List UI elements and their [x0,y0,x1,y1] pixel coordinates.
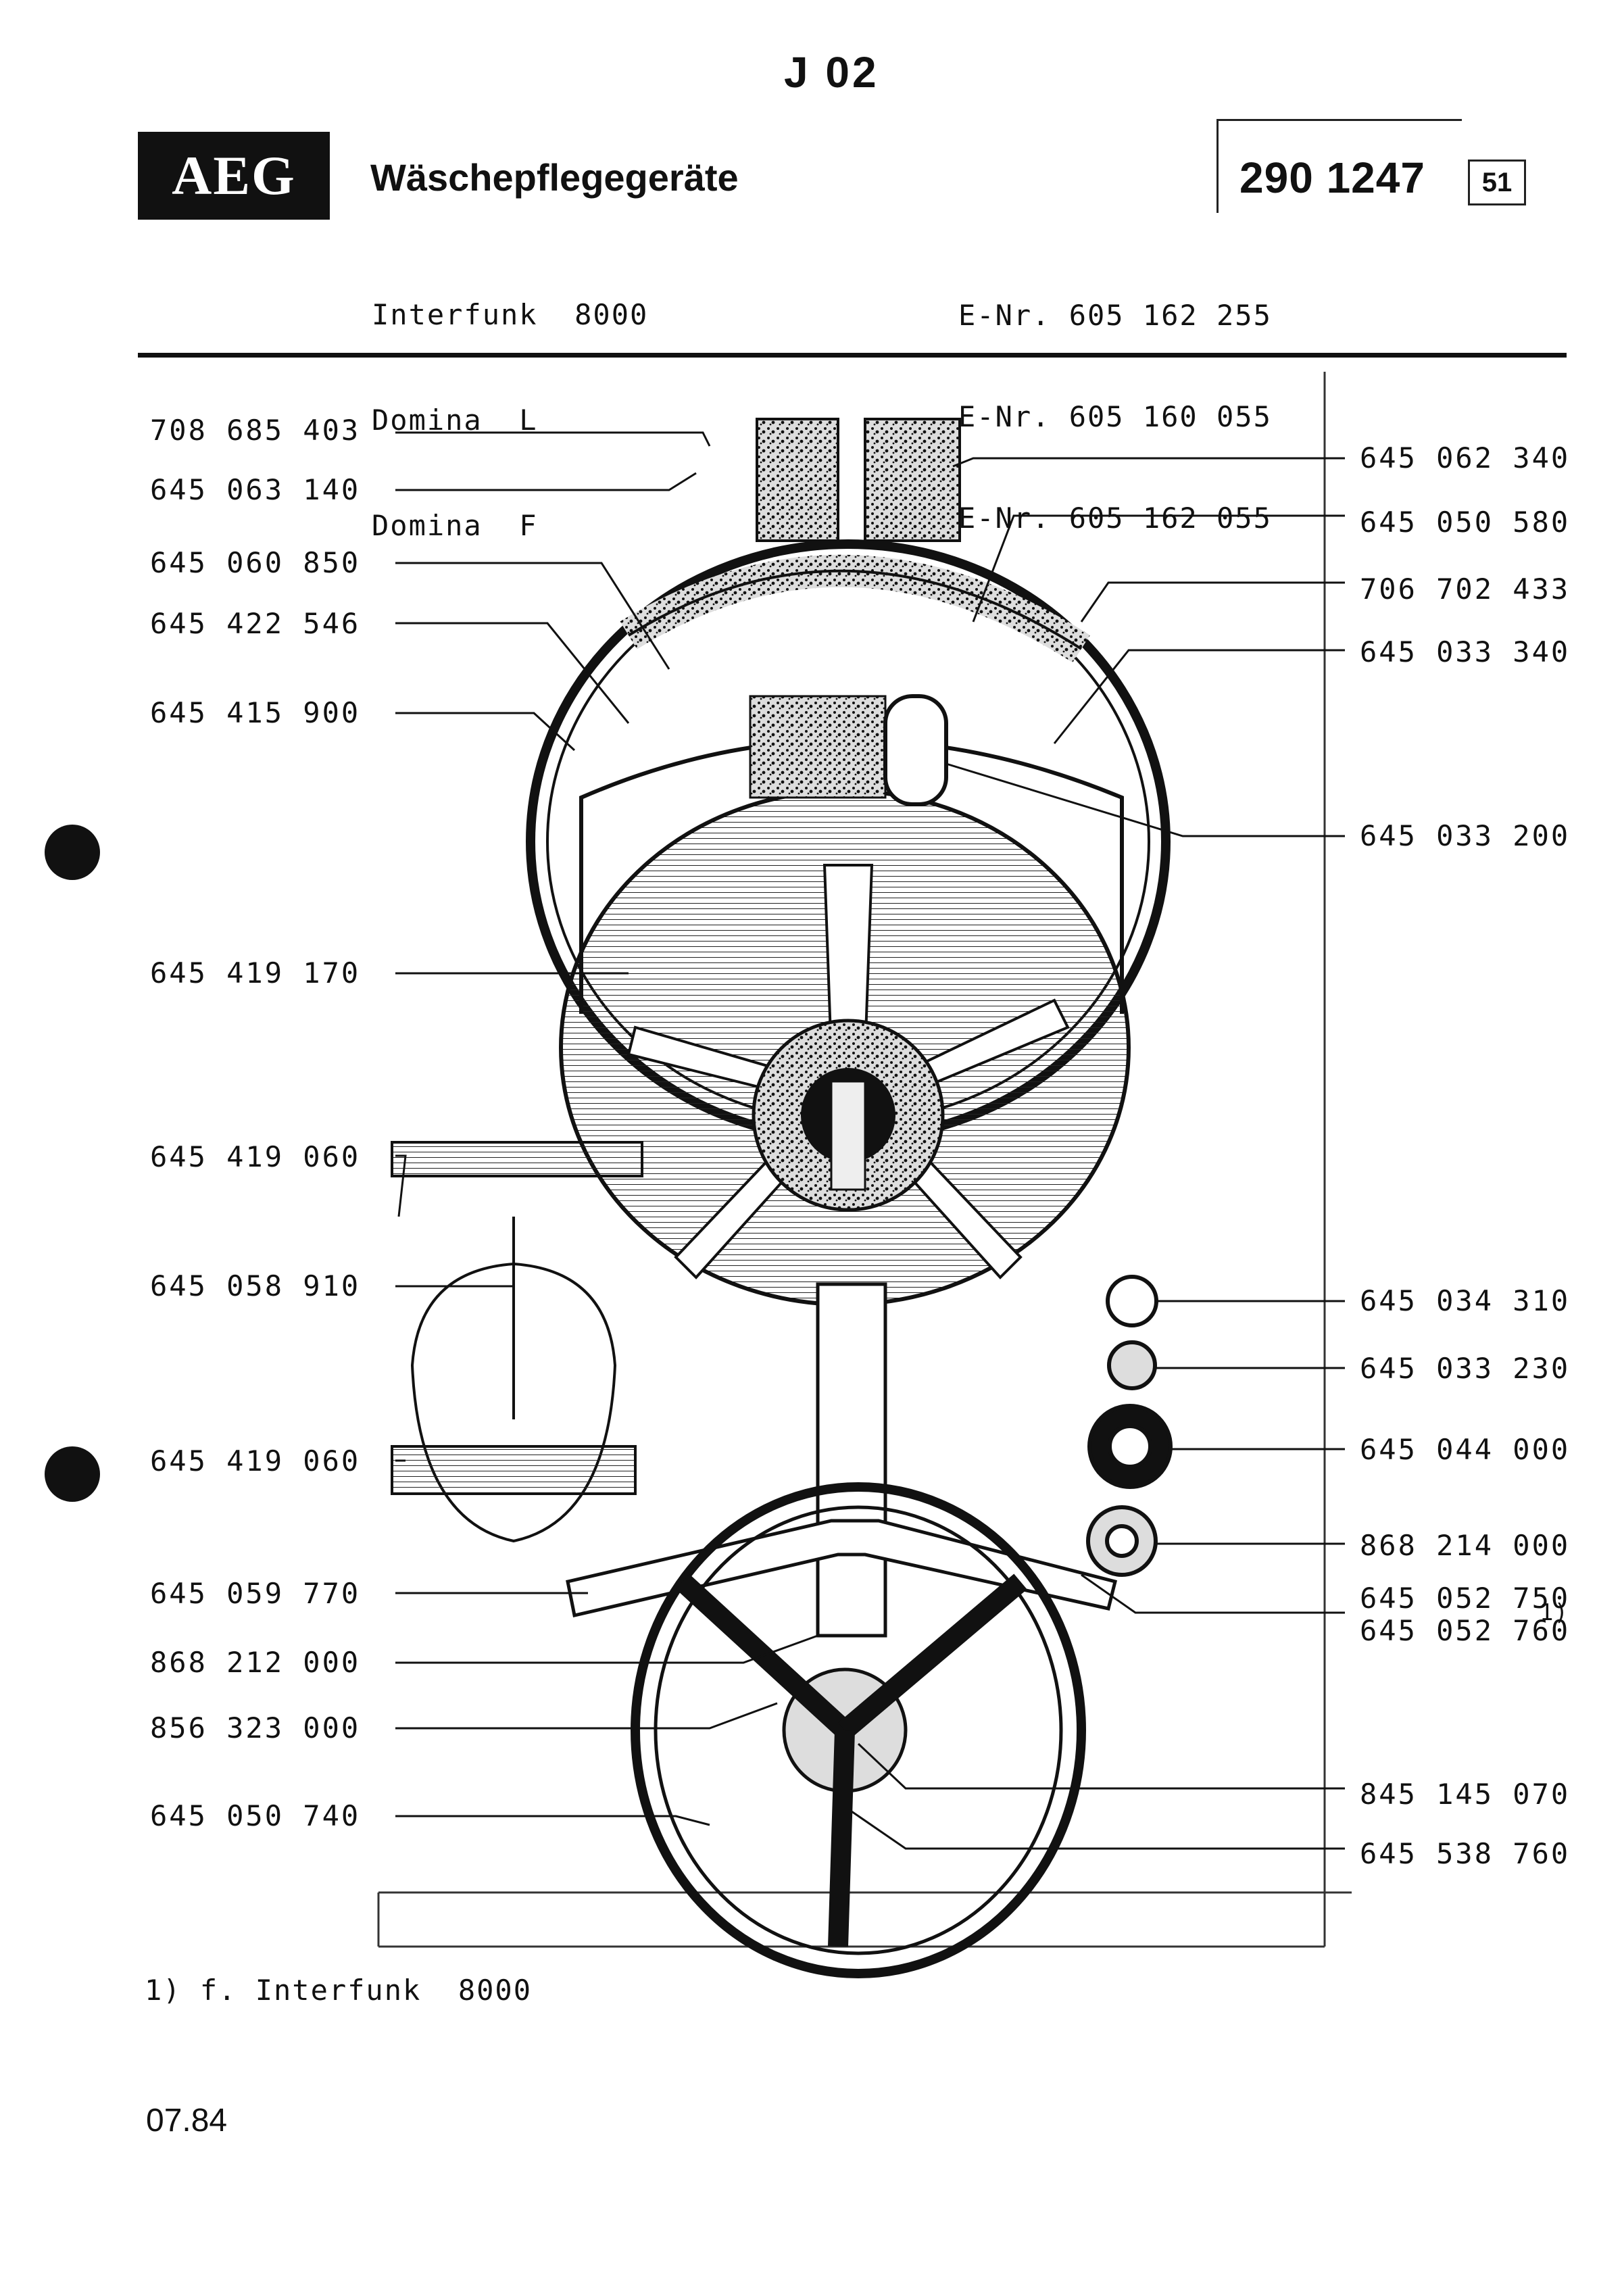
part-number-right: 645 050 580 [1360,506,1571,539]
issue-date: 07.84 [146,2103,228,2139]
punch-hole [45,1446,100,1502]
part-number-left: 645 419 060 [150,1140,361,1173]
page-code: J 02 [784,48,879,97]
doc-number-frame [1216,119,1462,213]
model-enr: E-Nr. 605 162 255 [958,299,1272,332]
part-number-right: 645 062 340 [1360,441,1571,474]
part-number-left: 645 058 910 [150,1269,361,1302]
bearing-parts [1086,1275,1173,1577]
part-number-left: 645 419 170 [150,956,361,990]
part-number-right: 645 044 000 [1360,1433,1571,1466]
header-divider [138,353,1567,358]
part-number-right: 706 702 433 [1360,572,1571,606]
part-number-right: 868 214 000 [1360,1529,1571,1562]
model-name: Domina F [372,509,538,542]
model-list: Interfunk 8000 Domina L Domina F [372,227,648,579]
footnote-marker: 1) [1540,1599,1569,1626]
drum-hub [752,1019,945,1212]
part-number-right: 645 034 310 [1360,1284,1571,1317]
enr-list: E-Nr. 605 162 255 E-Nr. 605 160 055 E-Nr… [958,231,1272,569]
part-number-left: 708 685 403 [150,414,361,447]
aeg-logo: AEG [138,132,330,220]
part-number-right: 645 033 200 [1360,819,1571,852]
part-number-left: 645 060 850 [150,546,361,579]
part-number-right: 845 145 070 [1360,1778,1571,1811]
part-number-right: 645 033 340 [1360,635,1571,668]
drawing-frame [377,372,1352,1948]
model-name: Domina L [372,404,538,437]
part-number-left: 645 422 546 [150,607,361,640]
model-enr: E-Nr. 605 162 055 [958,502,1272,535]
counterweight [756,418,961,542]
catalog-title: Wäschepflegegeräte [370,156,739,199]
document-suffix: 51 [1468,160,1526,205]
leader-lines [395,431,1345,1850]
footnote: 1) f. Interfunk 8000 [145,1974,533,2007]
part-number-left: 645 419 060 [150,1444,361,1477]
inset-detail [391,1141,643,1543]
part-number-left: 645 050 740 [150,1799,361,1832]
part-number-right: 645 538 760 [1360,1837,1571,1870]
punch-hole [45,825,100,880]
suspension-bracket [566,1282,1118,1638]
part-number-left: 868 212 000 [150,1646,361,1679]
part-number-left: 645 059 770 [150,1577,361,1610]
part-number-left: 645 415 900 [150,696,361,729]
part-number-left: 645 063 140 [150,473,361,506]
model-enr: E-Nr. 605 160 055 [958,400,1272,433]
part-number-left: 856 323 000 [150,1711,361,1744]
part-number-right: 645 033 230 [1360,1352,1571,1385]
document-number: 290 1247 [1239,153,1425,202]
part-number-right: 645 052 750 [1360,1582,1571,1615]
part-number-right: 645 052 760 [1360,1614,1571,1647]
model-name: Interfunk 8000 [372,298,649,331]
